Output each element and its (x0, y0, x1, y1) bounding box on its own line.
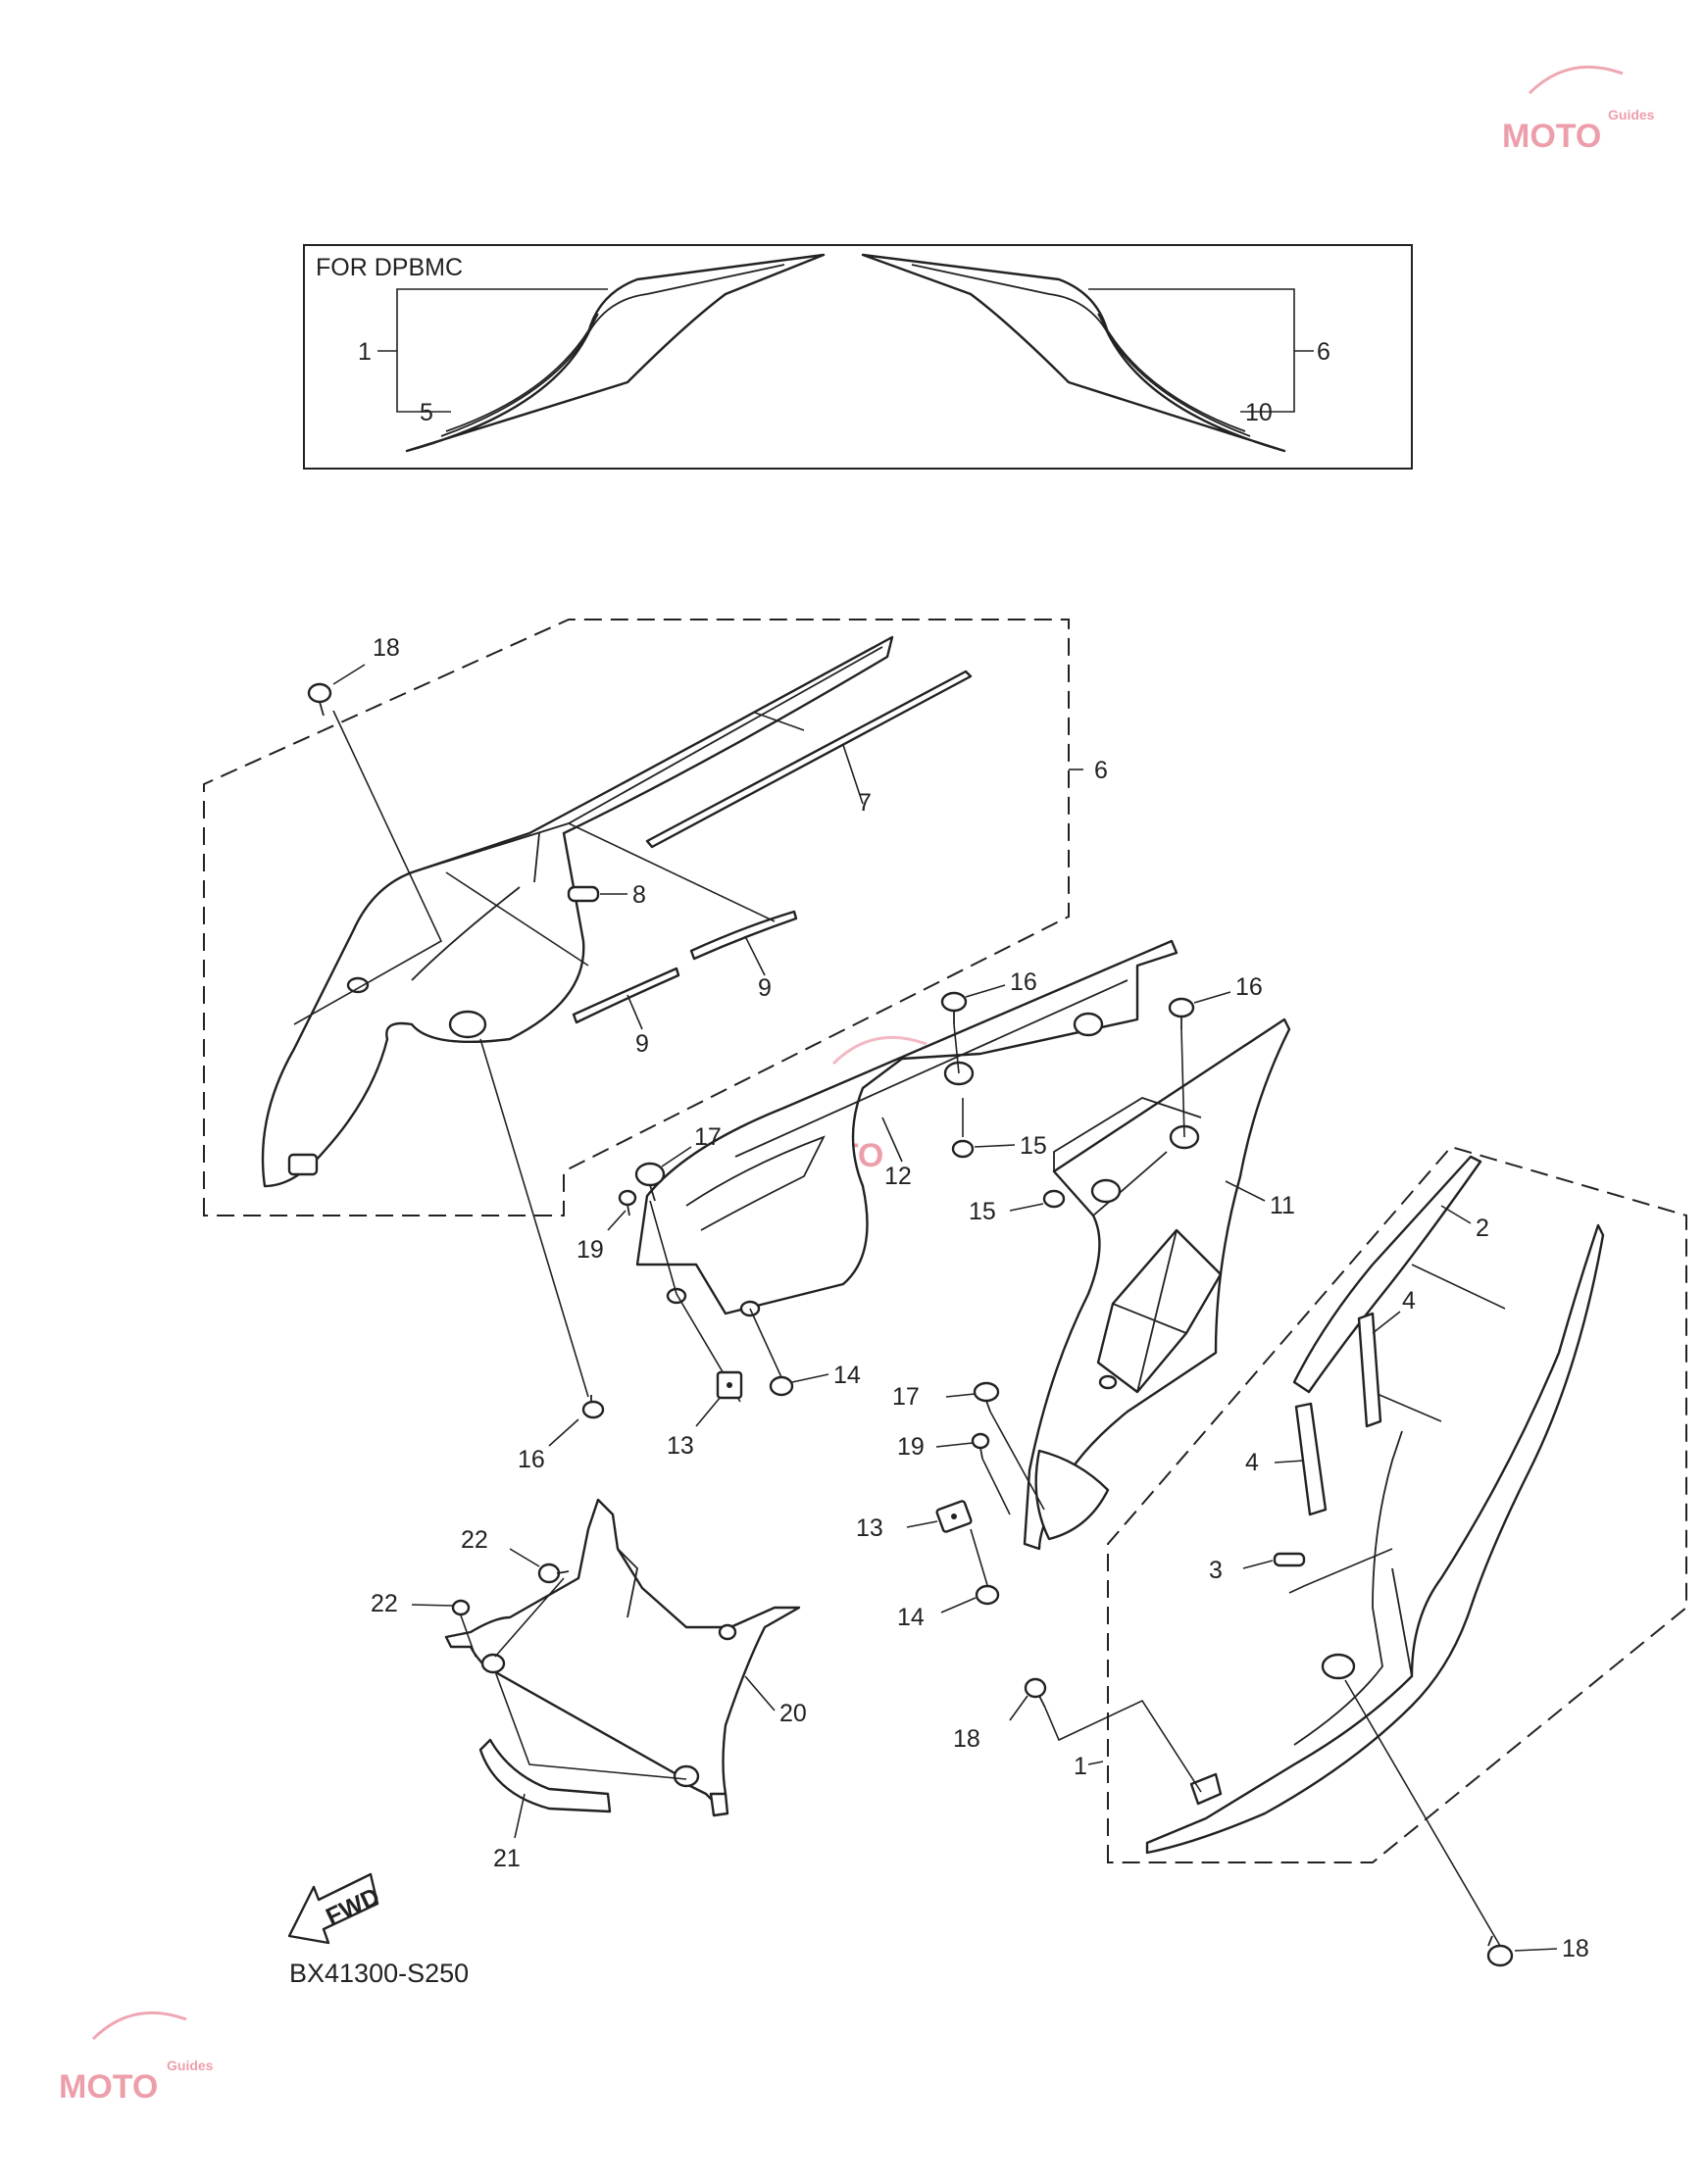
part-21-hose (478, 1738, 612, 1813)
callout-15-a: 15 (1020, 1132, 1047, 1160)
part-7-trim-strip (645, 670, 973, 849)
callout-inset-6: 6 (1317, 338, 1330, 366)
part-12-inner-panel (635, 939, 1178, 1317)
svg-text:Guides: Guides (1608, 107, 1655, 123)
svg-text:Guides: Guides (167, 2058, 214, 2073)
part-16-screw-left (581, 1395, 605, 1419)
callout-17-a: 17 (694, 1123, 722, 1151)
callout-inset-1: 1 (358, 338, 372, 366)
part-16-screw-b (1168, 997, 1195, 1029)
callout-16-c: 16 (518, 1446, 545, 1473)
callout-16-a: 16 (1010, 968, 1037, 996)
group-outline-1 (1107, 1145, 1687, 1863)
callout-19-b: 19 (897, 1433, 925, 1461)
inset-box: FOR DPBMC 1 5 6 10 (303, 244, 1413, 470)
part-3-clip (1273, 1552, 1306, 1567)
callout-18-top: 18 (373, 634, 400, 662)
callout-16-b: 16 (1235, 973, 1263, 1001)
part-18-screw-bottom (1486, 1935, 1514, 1967)
part-14-nut-a (769, 1375, 794, 1397)
callout-17-b: 17 (892, 1383, 920, 1411)
part-9-pad-a (689, 910, 798, 961)
part-14-nut-b (975, 1584, 1000, 1606)
part-2-trim (1292, 1155, 1482, 1394)
callout-20: 20 (779, 1700, 807, 1727)
watermark-logo-top: MOTO Guides (1502, 65, 1655, 155)
part-4-pad-a (1357, 1312, 1382, 1428)
part-20-bracket (444, 1498, 801, 1817)
watermark-logo-bottom: MOTO Guides (59, 2010, 214, 2106)
part-19-pin-a (618, 1189, 637, 1216)
part-18-screw-mid (1024, 1677, 1047, 1709)
part-22-bolt-b (451, 1599, 471, 1616)
callout-4-b: 4 (1245, 1449, 1259, 1476)
callout-22-a: 22 (461, 1526, 488, 1554)
callout-12: 12 (884, 1163, 912, 1190)
callout-14-a: 14 (833, 1362, 861, 1389)
callout-9-a: 9 (758, 974, 772, 1002)
part-15-grommet-b (1042, 1189, 1066, 1209)
callout-6: 6 (1094, 757, 1108, 784)
callout-19-a: 19 (577, 1236, 604, 1264)
callout-13-b: 13 (856, 1514, 883, 1542)
part-18-screw-top (307, 682, 332, 717)
callout-15-b: 15 (969, 1198, 996, 1225)
part-13-clip-b (935, 1500, 973, 1533)
part-17-fastener-a (634, 1162, 666, 1202)
callout-inset-5: 5 (420, 399, 433, 426)
svg-text:MOTO: MOTO (1502, 118, 1601, 155)
callout-9-b: 9 (635, 1030, 649, 1058)
callout-18-mid: 18 (953, 1725, 980, 1753)
callout-18-bot: 18 (1562, 1935, 1589, 1962)
callout-11: 11 (1270, 1192, 1295, 1219)
inset-title: FOR DPBMC (316, 254, 463, 281)
inset-right-decal (861, 253, 1286, 453)
part-16-screw-a (940, 991, 968, 1024)
callout-13-a: 13 (667, 1432, 694, 1460)
part-8-clip (567, 885, 600, 903)
callout-14-b: 14 (897, 1604, 925, 1631)
part-4-pad-b (1294, 1402, 1328, 1516)
callout-7: 7 (858, 789, 872, 817)
part-19-pin-b (971, 1432, 990, 1460)
callout-22-b: 22 (371, 1590, 398, 1617)
part-9-pad-b (572, 967, 680, 1024)
group-outline-6 (203, 619, 1070, 1216)
part-left-side-cowl (261, 635, 894, 1188)
inset-left-decal (405, 253, 826, 453)
callout-inset-10: 10 (1245, 399, 1273, 426)
callout-4-a: 4 (1402, 1287, 1416, 1315)
part-13-clip-a (716, 1370, 743, 1400)
callout-3: 3 (1209, 1557, 1223, 1584)
callout-1: 1 (1074, 1753, 1087, 1780)
diagram-code: BX41300-S250 (289, 1959, 469, 1988)
part-1-lower-side-cowl (1145, 1223, 1605, 1855)
part-22-bolt-a (537, 1563, 570, 1584)
part-15-grommet-a (951, 1139, 975, 1159)
callout-21: 21 (493, 1845, 521, 1872)
svg-text:MOTO: MOTO (59, 2068, 158, 2106)
callout-2: 2 (1476, 1215, 1489, 1242)
fwd-arrow-icon: FWD (287, 1872, 384, 1945)
part-11-side-panel (1023, 1018, 1291, 1551)
callout-8: 8 (632, 881, 646, 909)
part-17-fastener-b (973, 1381, 1000, 1413)
